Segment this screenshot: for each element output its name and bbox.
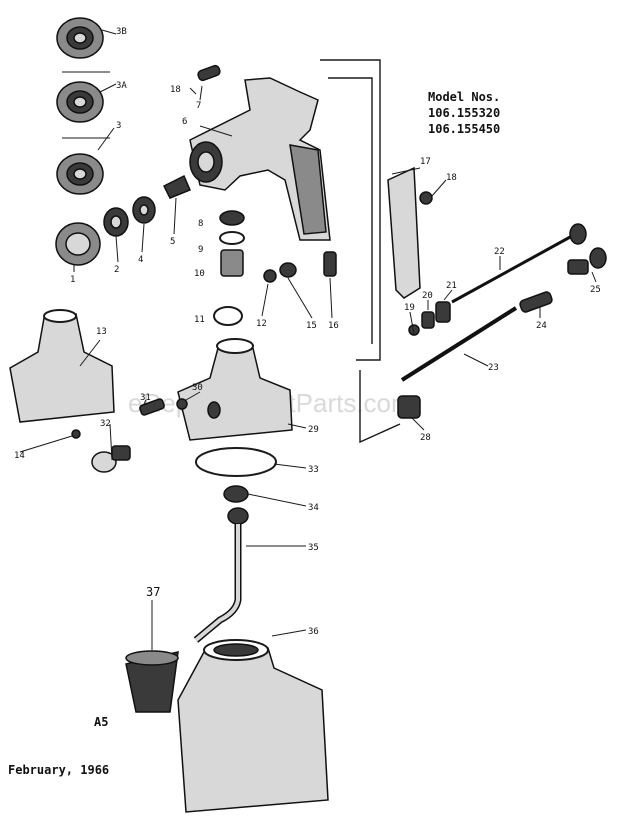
sheet-code: A5 [94, 715, 108, 729]
callout-14: 14 [14, 451, 25, 461]
callout-13: 13 [96, 327, 107, 337]
callout-8: 8 [198, 219, 203, 229]
air-cap-3 [56, 153, 104, 195]
siphon-tube-35 [193, 507, 249, 643]
callout-24: 24 [536, 321, 547, 331]
callout-17: 17 [420, 157, 431, 167]
callout-7: 7 [196, 101, 201, 111]
nut-8 [219, 210, 245, 226]
nut-34 [223, 485, 249, 503]
model-heading: Model Nos. [428, 90, 500, 104]
callout-22: 22 [494, 247, 505, 257]
fitting-5 [162, 174, 191, 199]
callout-15: 15 [306, 321, 317, 331]
callout-1: 1 [70, 275, 75, 285]
cover-29 [177, 338, 293, 441]
plug-15 [279, 262, 297, 278]
callout-37: 37 [146, 585, 160, 599]
callout-21: 21 [446, 281, 457, 291]
callout-3b: 3B [116, 27, 127, 37]
washer-9 [219, 231, 245, 245]
callout-11: 11 [194, 315, 205, 325]
baffle-4 [132, 196, 156, 224]
gun-body [189, 77, 331, 241]
callout-6: 6 [182, 117, 187, 127]
callout-9: 9 [198, 245, 203, 255]
callout-18-upper: 18 [170, 85, 181, 95]
callout-34: 34 [308, 503, 319, 513]
callout-3a: 3A [116, 81, 127, 91]
fitting-28 [397, 395, 421, 419]
callout-33: 33 [308, 465, 319, 475]
screw-12 [263, 269, 277, 283]
gasket-33 [195, 447, 277, 477]
callout-10: 10 [194, 269, 205, 279]
callout-23: 23 [488, 363, 499, 373]
model-number-2: 106.155450 [428, 122, 500, 136]
callout-28: 28 [420, 433, 431, 443]
cover-13 [9, 309, 115, 423]
valve-32 [91, 445, 131, 473]
model-numbers: Model Nos. 106.155320 106.155450 [428, 90, 500, 136]
knob-25 [567, 247, 607, 275]
callout-25: 25 [590, 285, 601, 295]
cup-36 [177, 639, 329, 813]
screw-14 [71, 429, 81, 439]
adapter-10 [220, 249, 244, 277]
spring-24 [519, 291, 553, 313]
plug-30 [176, 398, 188, 410]
fluid-tip-2 [103, 207, 129, 237]
callout-30: 30 [192, 383, 203, 393]
callout-5: 5 [170, 237, 175, 247]
revision-date: February, 1966 [8, 763, 109, 777]
needle-22 [451, 223, 587, 304]
needle-23 [400, 306, 518, 382]
callout-19: 19 [404, 303, 415, 313]
callout-29: 29 [308, 425, 319, 435]
callout-12: 12 [256, 319, 267, 329]
valve-7 [197, 64, 221, 82]
strainer-37 [125, 650, 179, 713]
screw-18 [419, 191, 433, 205]
trigger-17 [387, 166, 421, 299]
callout-16: 16 [328, 321, 339, 331]
air-cap-3a [56, 81, 104, 123]
callout-18: 18 [446, 173, 457, 183]
callout-3: 3 [116, 121, 121, 131]
callout-35: 35 [308, 543, 319, 553]
spring-20 [421, 311, 435, 329]
retaining-ring-1 [55, 222, 101, 266]
packing-21 [435, 301, 451, 323]
callout-31: 31 [140, 393, 151, 403]
callout-36: 36 [308, 627, 319, 637]
callout-4: 4 [138, 255, 143, 265]
spring-31 [139, 398, 165, 416]
callout-20: 20 [422, 291, 433, 301]
callout-2: 2 [114, 265, 119, 275]
callout-32: 32 [100, 419, 111, 429]
air-cap-3b [56, 17, 104, 59]
washer-19 [408, 324, 420, 336]
model-number-1: 106.155320 [428, 106, 500, 120]
gasket-11 [213, 306, 243, 326]
valve-16 [323, 251, 337, 277]
